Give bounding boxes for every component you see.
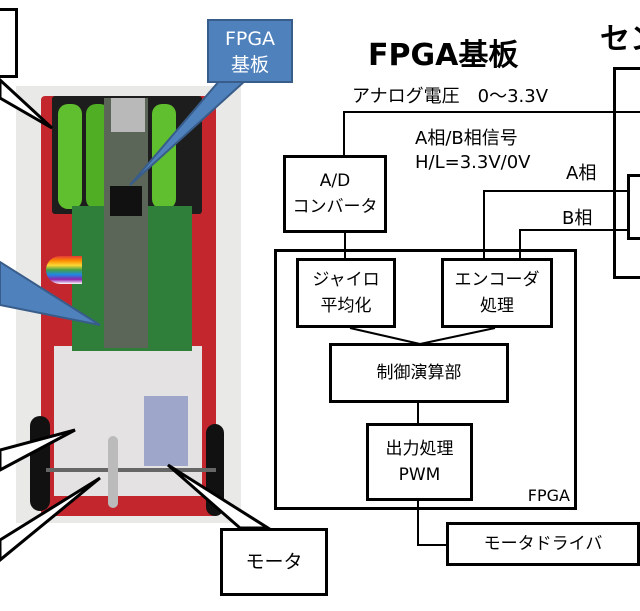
callout-pointer-encoder (0, 476, 101, 562)
wire-analog (343, 111, 640, 155)
encoder-sensor-box (627, 174, 640, 240)
label-analog-voltage: アナログ電圧 0～3.3V (352, 86, 549, 107)
label-a-phase: A相 (566, 163, 597, 184)
encoder-disc (108, 436, 118, 508)
encoder-label-1: エンコーダ (454, 270, 540, 290)
wire-gyro-control (349, 327, 421, 345)
output-label-1: 出力処理 (385, 439, 454, 459)
callout-fpga-board: FPGA 基板 (207, 19, 293, 83)
callout-pointer-pcb (0, 260, 101, 326)
adc-block: A/D コンバータ (283, 155, 387, 233)
gyro-averaging-block: ジャイロ平均化 (296, 258, 396, 328)
output-pwm-block: 出力処理 PWM (366, 423, 473, 501)
fpga-container: FPGA (274, 249, 577, 510)
axle (46, 468, 216, 472)
wire-a-phase (483, 190, 640, 260)
callout-pointer-battery (0, 77, 54, 130)
callout-motor-label: モータ (245, 551, 303, 573)
wire-output-driver (417, 500, 447, 546)
fpga-chip (110, 186, 142, 216)
adc-label-1: A/D (319, 171, 351, 191)
callout-pointer-wheel (0, 428, 76, 472)
callout-pointer-fpga (129, 79, 249, 186)
callout-motor: モータ (220, 528, 328, 596)
encoder-processing-block: エンコーダ処理 (441, 258, 553, 328)
label-b-phase: B相 (562, 208, 593, 229)
gyro-label-2: 平均化 (320, 296, 372, 316)
robot-photo (16, 86, 241, 523)
output-label-2: PWM (398, 465, 441, 485)
motor-driver-block: モータドライバ (446, 522, 640, 566)
battery (58, 104, 82, 209)
diagram-title: FPGA基板 (368, 38, 519, 73)
encoder-label-2: 処理 (480, 296, 514, 316)
sensor-box (613, 67, 640, 279)
sensor-title-partial: セン (600, 22, 640, 57)
gyro-label-1: ジャイロ (312, 270, 380, 290)
ribbon-cable (46, 256, 82, 284)
callout-fpga-line1: FPGA (224, 28, 276, 50)
control-computation-block: 制御演算部 (329, 343, 509, 403)
label-hl-levels: H/L=3.3V/0V (415, 152, 531, 173)
callout-fpga-line2: 基板 (230, 54, 269, 76)
motor-driver-label: モータドライバ (483, 534, 603, 554)
label-ab-signal: A相/B相信号 (415, 128, 518, 149)
motor-gearbox (144, 396, 188, 466)
callout-pointer-motor (167, 463, 274, 530)
fpga-module (104, 98, 148, 348)
wire-encoder-control (419, 327, 496, 345)
adc-label-2: コンバータ (292, 197, 378, 217)
fpga-label: FPGA (527, 486, 570, 505)
control-label: 制御演算部 (376, 363, 462, 383)
callout-box-top-left (0, 8, 18, 78)
usb-connector (111, 98, 145, 132)
